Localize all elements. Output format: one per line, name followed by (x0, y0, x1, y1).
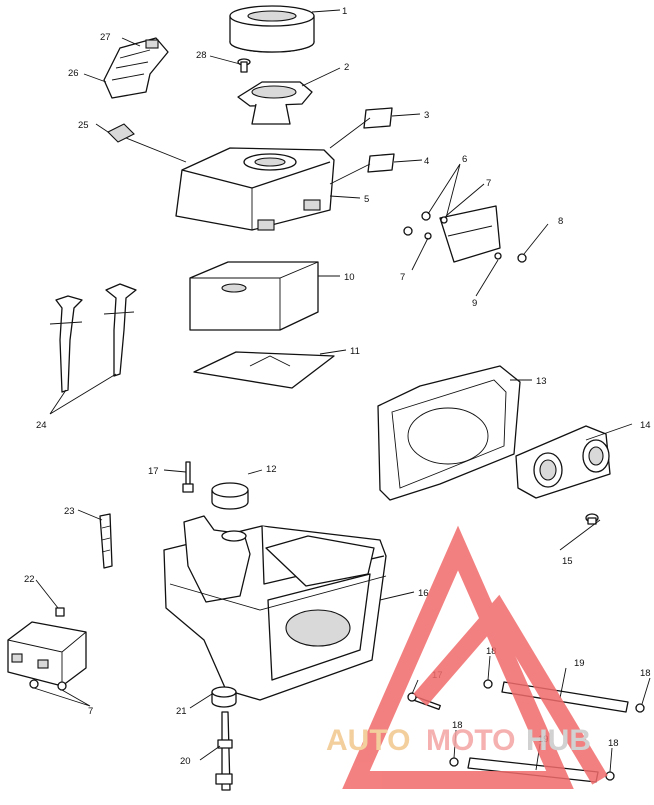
callout-26: 26 (68, 68, 79, 79)
part-21-grommet (211, 686, 237, 708)
watermark-moto: MOTO (426, 724, 515, 757)
callout-18-a: 18 (486, 646, 497, 657)
part-13-cover-plate (377, 365, 521, 501)
callout-10: 10 (344, 272, 355, 283)
watermark-auto: AUTO (326, 724, 410, 757)
callout-20: 20 (180, 756, 191, 767)
part-14-twin-boot (515, 425, 611, 499)
watermark-hub: HUB (526, 724, 591, 757)
part-20-drain-tube (215, 711, 233, 791)
callout-2: 2 (344, 62, 349, 73)
part-4-decal (367, 153, 395, 173)
callout-21: 21 (176, 706, 187, 717)
part-17-bolt (182, 461, 194, 493)
part-5-airbox-cover (175, 147, 335, 231)
part-23-strap (99, 513, 113, 569)
leader-lines (33, 9, 651, 773)
callout-28: 28 (196, 50, 207, 61)
callout-18-b: 18 (640, 668, 651, 679)
part-6-7-8-9-clip-hardware (403, 205, 527, 263)
part-22-electrical-box (7, 607, 87, 691)
callout-22: 22 (24, 574, 35, 585)
callout-1: 1 (342, 6, 347, 17)
callout-12: 12 (266, 464, 277, 475)
callout-23: 23 (64, 506, 75, 517)
part-10-filter (189, 261, 319, 331)
callout-8: 8 (558, 216, 563, 227)
callout-3: 3 (424, 110, 429, 121)
part-3-decal (363, 107, 393, 129)
callout-13: 13 (536, 376, 547, 387)
part-12-cap (211, 482, 249, 510)
callout-19-a: 19 (574, 658, 585, 669)
callout-17-upper: 17 (148, 466, 159, 477)
watermark-triangle-inner (413, 594, 608, 785)
part-25-decal (107, 123, 135, 143)
callout-5: 5 (364, 194, 369, 205)
callout-9: 9 (472, 298, 477, 309)
part-1-foam-ring (229, 5, 315, 53)
callout-7-mid: 7 (400, 272, 405, 283)
part-28-screw (237, 58, 251, 73)
callout-4: 4 (424, 156, 429, 167)
callout-18-d: 18 (608, 738, 619, 749)
callout-16: 16 (418, 588, 429, 599)
callout-7-top: 7 (486, 178, 491, 189)
callout-15: 15 (562, 556, 573, 567)
part-26-27-bracket (103, 37, 169, 99)
callout-18-c: 18 (452, 720, 463, 731)
part-24-intake-tubes (49, 283, 137, 393)
part-11-gasket (193, 351, 335, 389)
callout-14: 14 (640, 420, 651, 431)
watermark-triangle-outer (342, 525, 574, 789)
callout-11: 11 (350, 346, 360, 357)
callout-6: 6 (462, 154, 467, 165)
part-16-airbox-body (163, 515, 387, 701)
part-15-push-pin (585, 513, 599, 525)
callout-25: 25 (78, 120, 89, 131)
callout-24: 24 (36, 420, 47, 431)
callout-7-bottom: 7 (88, 706, 93, 717)
watermark-logo: AUTO MOTO HUB (326, 525, 608, 789)
part-2-intake-cap (237, 81, 313, 125)
callout-27: 27 (100, 32, 111, 43)
